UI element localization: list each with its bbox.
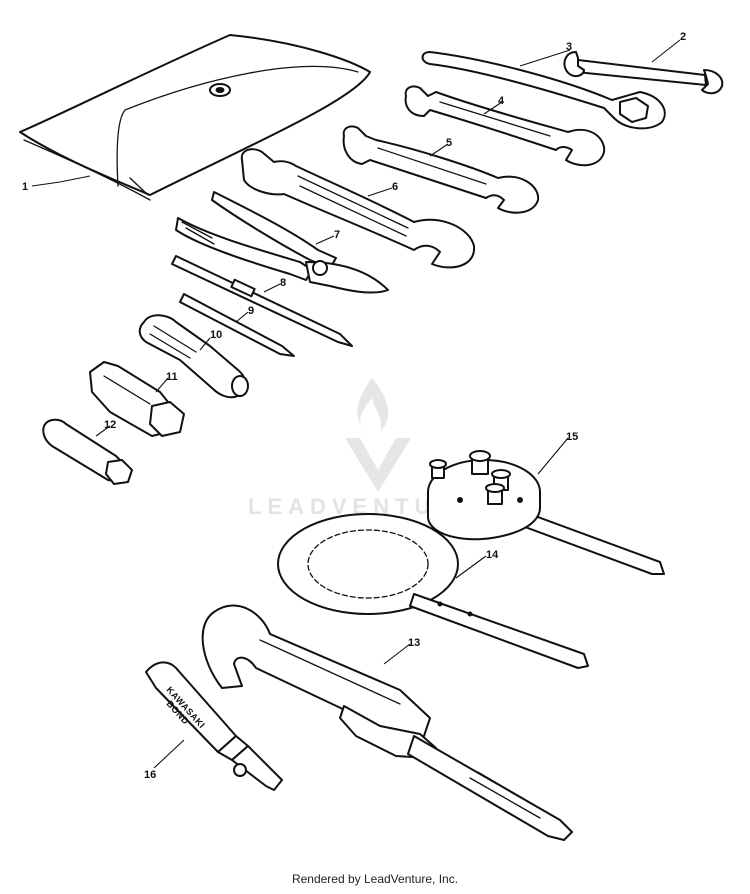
callouts: 1 2 3 4 5 6 7 8 9 10 11 12 13 14 15 16 xyxy=(22,31,686,781)
footer-credit: Rendered by LeadVenture, Inc. xyxy=(291,872,459,886)
callout-1: 1 xyxy=(22,181,28,193)
callout-11: 11 xyxy=(166,371,178,383)
callout-9: 9 xyxy=(248,305,254,317)
pliers[interactable] xyxy=(175,191,389,294)
small-socket[interactable] xyxy=(42,418,133,485)
callout-12: 12 xyxy=(104,419,116,431)
tool-pouch[interactable] xyxy=(19,34,371,201)
wrench-small[interactable] xyxy=(563,51,724,95)
callout-10: 10 xyxy=(210,329,222,341)
wrench-large[interactable] xyxy=(240,148,476,269)
callout-13: 13 xyxy=(408,637,420,649)
plug-socket[interactable] xyxy=(89,361,185,437)
leader-lines xyxy=(31,39,681,769)
bond-tube[interactable]: KAWASAKI BOND xyxy=(145,661,283,791)
screwdriver-handle[interactable] xyxy=(138,314,249,399)
wrench-medium[interactable] xyxy=(404,85,606,167)
callout-15: 15 xyxy=(566,431,578,443)
ring-wrench[interactable] xyxy=(421,51,666,130)
callout-7: 7 xyxy=(334,229,340,241)
callout-8: 8 xyxy=(280,277,286,289)
flame-v-logo-icon xyxy=(345,378,411,492)
callout-14: 14 xyxy=(486,549,499,561)
callout-16: 16 xyxy=(144,769,156,781)
callout-6: 6 xyxy=(392,181,398,193)
c-spanner[interactable] xyxy=(201,604,573,841)
callout-4: 4 xyxy=(498,95,505,107)
callout-2: 2 xyxy=(680,31,686,43)
screwdriver-bit[interactable] xyxy=(179,293,295,357)
wrench-5[interactable] xyxy=(342,125,540,214)
clutch-holder[interactable] xyxy=(277,513,589,669)
callout-5: 5 xyxy=(446,137,452,149)
screwdriver-shaft[interactable] xyxy=(171,255,353,347)
flywheel-holder[interactable] xyxy=(427,450,665,575)
callout-3: 3 xyxy=(566,41,572,53)
